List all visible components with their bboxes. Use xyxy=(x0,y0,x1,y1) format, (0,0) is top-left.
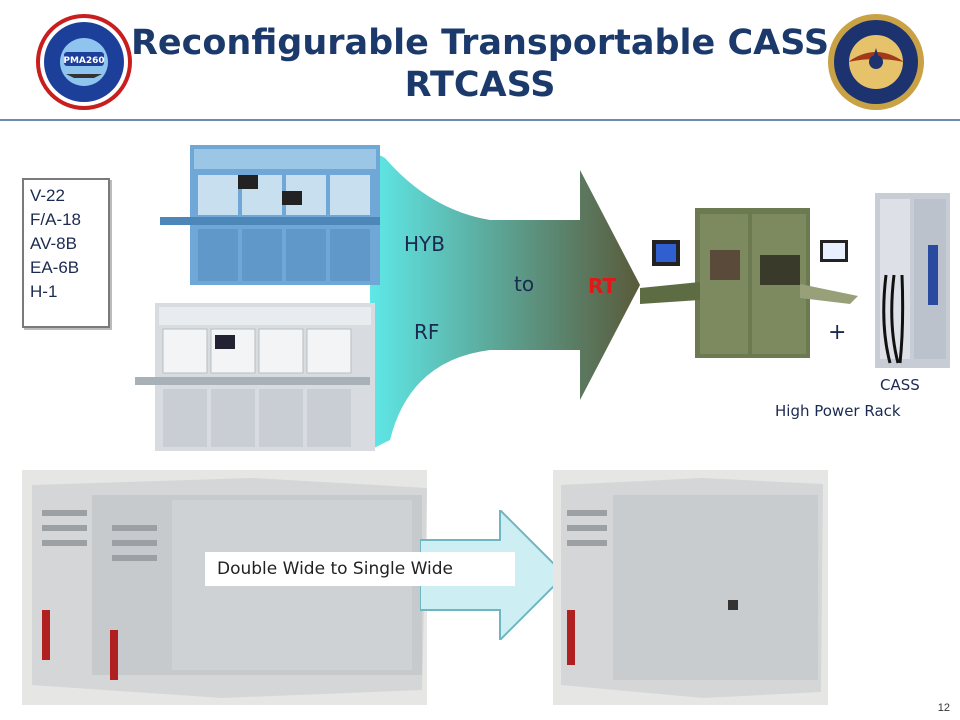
aircraft-item: EA-6B xyxy=(30,258,80,277)
high-power-rack-image xyxy=(820,193,950,368)
svg-text:PMA260: PMA260 xyxy=(63,56,104,66)
double-to-single-caption: Double Wide to Single Wide xyxy=(205,552,515,586)
single-wide-shelter-image xyxy=(553,470,828,705)
hyb-label: HYB xyxy=(404,232,445,256)
navair-logo-icon xyxy=(828,14,924,110)
high-power-rack-label: High Power Rack xyxy=(775,402,901,420)
title-divider xyxy=(0,119,960,121)
rt-label: RT xyxy=(588,274,617,298)
title-line-1: Reconfigurable Transportable CASS xyxy=(130,23,830,63)
rf-station-image xyxy=(135,303,375,451)
aircraft-item: F/A-18 xyxy=(30,210,82,229)
hyb-station-image xyxy=(160,145,380,285)
rt-station-image xyxy=(640,208,858,358)
page-title: Reconfigurable Transportable CASS RTCASS xyxy=(130,22,830,106)
to-label: to xyxy=(514,272,535,296)
title-line-2: RTCASS xyxy=(404,65,556,105)
pma260-logo-icon: PMA260 xyxy=(36,14,132,110)
double-wide-shelter-image xyxy=(22,470,427,705)
aircraft-list: V-22 F/A-18 AV-8B EA-6B H-1 xyxy=(22,178,110,328)
cass-label: CASS xyxy=(880,376,920,394)
conversion-arrow xyxy=(370,150,640,450)
plus-label: + xyxy=(828,320,847,345)
aircraft-item: AV-8B xyxy=(30,234,77,253)
aircraft-item: V-22 xyxy=(30,186,65,205)
rf-label: RF xyxy=(414,320,440,344)
page-number: 12 xyxy=(937,702,950,714)
aircraft-item: H-1 xyxy=(30,282,58,301)
